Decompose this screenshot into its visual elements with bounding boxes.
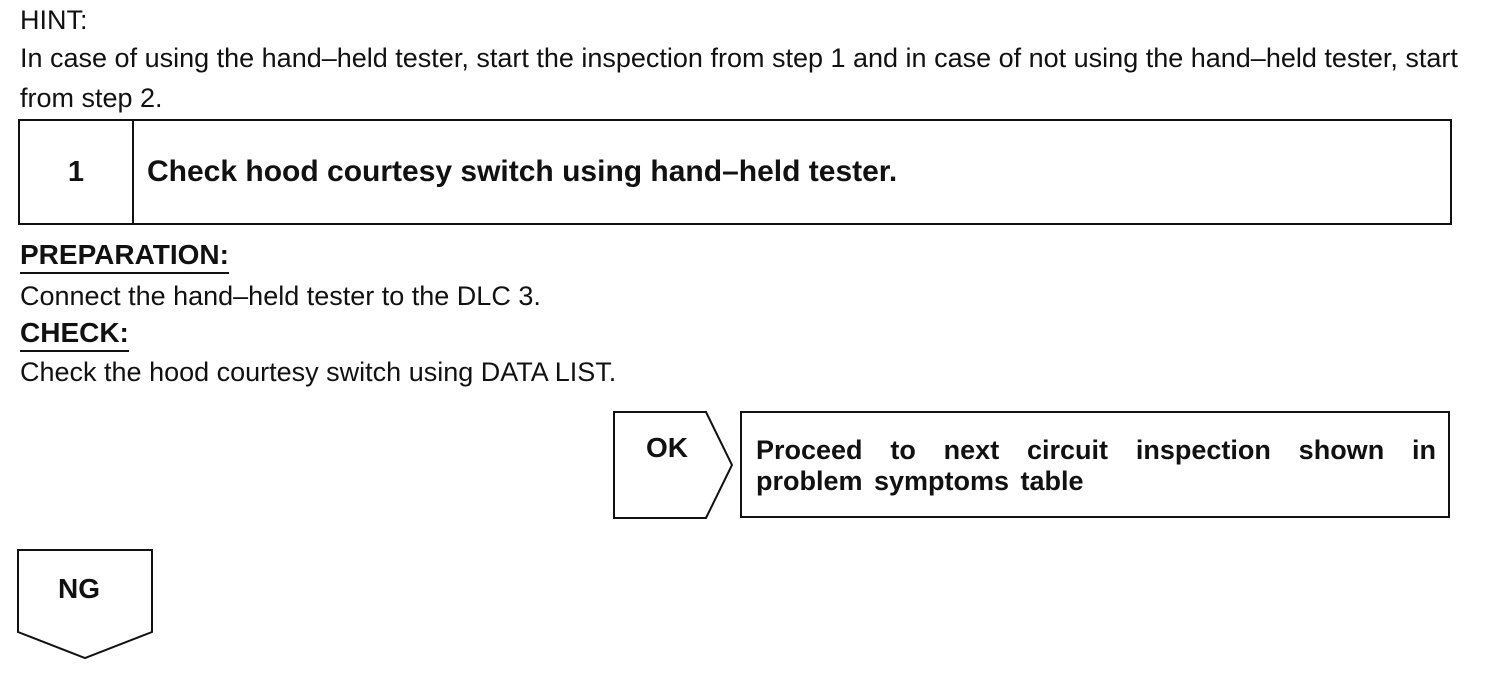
step-title: Check hood courtesy switch using hand–he… [147, 155, 898, 188]
ok-result-box: Proceed to next circuit inspection shown… [740, 411, 1450, 518]
ng-label: NG [58, 573, 100, 604]
preparation-text: Connect the hand–held tester to the DLC … [20, 281, 541, 311]
check-heading: CHECK: [20, 316, 129, 352]
hint-label: HINT: [20, 5, 88, 35]
ok-result-text: Proceed to next circuit inspection shown… [756, 435, 1436, 496]
check-text: Check the hood courtesy switch using DAT… [20, 357, 617, 387]
ok-label: OK [646, 432, 688, 463]
hint-text: In case of using the hand–held tester, s… [20, 43, 1458, 113]
ok-arrow-shape [613, 411, 734, 519]
preparation-heading: PREPARATION: [20, 238, 229, 274]
step-number: 1 [20, 121, 134, 223]
ng-arrow-shape [17, 549, 153, 660]
step-header-box: 1 Check hood courtesy switch using hand–… [18, 119, 1452, 225]
